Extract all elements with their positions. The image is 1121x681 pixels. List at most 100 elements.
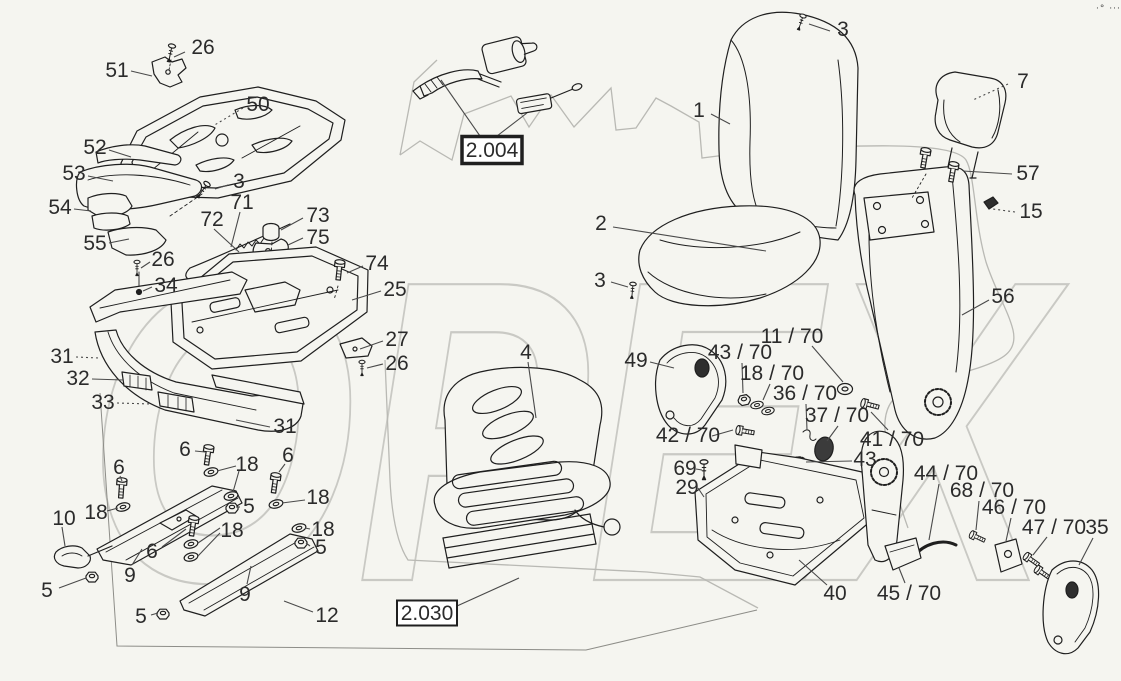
part-label-68-70[interactable]: 68 / 70 [950,479,1014,502]
part-label-3[interactable]: 3 [594,269,606,292]
part-label-2[interactable]: 2 [595,212,607,235]
leader-line [456,577,520,607]
leader-line [741,362,744,394]
leader-line [351,290,382,301]
part-label-29[interactable]: 29 [675,476,698,499]
part-label-9[interactable]: 9 [124,564,136,587]
part-label-18[interactable]: 18 [220,519,243,542]
leader-line [972,83,1009,101]
part-label-5[interactable]: 5 [41,579,53,602]
part-label-10[interactable]: 10 [52,507,75,530]
side-panel-35 [1042,560,1100,655]
leader-line [1032,536,1048,556]
part-label-12[interactable]: 12 [315,604,338,627]
part-label-1[interactable]: 1 [693,99,705,122]
part-label-40[interactable]: 40 [823,582,846,605]
part-label-57[interactable]: 57 [1016,162,1039,185]
part-label-73[interactable]: 73 [306,204,329,227]
part-label-18[interactable]: 18 [311,518,334,541]
leader-line [283,600,314,613]
rivet-34 [135,288,143,296]
part-label-52[interactable]: 52 [83,136,106,159]
pads-54 [87,192,133,231]
leader-line [975,500,980,531]
part-label-5[interactable]: 5 [243,495,255,518]
part-label-53[interactable]: 53 [62,162,85,185]
part-label-50[interactable]: 50 [246,93,269,116]
leader-line [305,542,311,547]
leader-line [697,487,705,498]
part-label-18[interactable]: 18 [84,501,107,524]
part-label-3[interactable]: 3 [233,170,245,193]
part-label-37-70[interactable]: 37 / 70 [805,404,869,427]
part-label-7[interactable]: 7 [1017,70,1029,93]
part-label-44-70[interactable]: 44 / 70 [914,462,978,485]
part-label-33[interactable]: 33 [91,391,114,414]
leader-line [711,429,734,437]
part-label-36-70[interactable]: 36 / 70 [773,382,837,405]
leader-line [246,565,252,585]
part-label-18[interactable]: 18 [235,453,258,476]
part-label-42-70[interactable]: 42 / 70 [656,424,720,447]
part-label-41-70[interactable]: 41 / 70 [860,428,924,451]
part-label-26[interactable]: 26 [385,352,408,375]
base-frame-31 [89,271,305,432]
part-label-47-70[interactable]: 47 / 70 [1022,516,1086,539]
part-label-5[interactable]: 5 [315,536,327,559]
leader-line [805,460,853,463]
latch-bracket-51 [151,56,187,88]
leader-line [58,577,87,589]
part-label-3[interactable]: 3 [837,18,849,41]
leader-line [898,567,906,584]
part-label-4[interactable]: 4 [520,341,532,364]
ref-box-2.004[interactable]: 2.004 [460,134,524,166]
part-label-6[interactable]: 6 [282,444,294,467]
leader-line [216,465,237,472]
part-label-56[interactable]: 56 [991,285,1014,308]
part-label-71[interactable]: 71 [230,191,253,214]
part-label-54[interactable]: 54 [48,196,72,219]
part-label-34[interactable]: 34 [154,274,178,297]
part-label-51[interactable]: 51 [105,59,128,82]
leader-line [280,217,304,231]
leader-line [992,208,1016,213]
part-label-72[interactable]: 72 [200,208,223,231]
part-label-45-70[interactable]: 45 / 70 [877,582,941,605]
part-label-6[interactable]: 6 [179,438,191,461]
part-label-31[interactable]: 31 [273,415,296,438]
part-label-26[interactable]: 26 [191,36,214,59]
part-label-6[interactable]: 6 [146,540,158,563]
leader-line [798,559,828,586]
recliner-arm [860,430,905,563]
part-label-18-70[interactable]: 18 / 70 [740,362,804,385]
part-label-43-70[interactable]: 43 / 70 [708,341,772,364]
leader-line [928,483,940,541]
part-label-74[interactable]: 74 [365,252,389,275]
part-label-32[interactable]: 32 [66,367,89,390]
part-label-46-70[interactable]: 46 / 70 [982,496,1046,519]
part-label-26[interactable]: 26 [151,248,174,271]
part-label-9[interactable]: 9 [239,583,251,606]
part-label-5[interactable]: 5 [135,605,147,628]
part-label-11-70[interactable]: 11 / 70 [761,325,824,348]
strip-55 [107,226,167,256]
ref-box-2.030[interactable]: 2.030 [396,599,458,627]
part-label-6[interactable]: 6 [113,456,125,479]
part-label-27[interactable]: 27 [385,328,408,351]
part-label-25[interactable]: 25 [383,278,406,301]
part-label-55[interactable]: 55 [83,232,106,255]
part-label-31[interactable]: 31 [50,345,73,368]
part-label-35[interactable]: 35 [1085,516,1108,539]
part-label-49[interactable]: 49 [624,349,647,372]
part-label-18[interactable]: 18 [306,486,329,509]
leader-line [116,402,152,405]
part-label-69[interactable]: 69 [673,457,696,480]
part-label-15[interactable]: 15 [1019,200,1042,223]
part-label-75[interactable]: 75 [306,226,329,249]
diagram-linework [53,11,1100,655]
ref-box-label: 2.030 [401,602,454,625]
part-label-43[interactable]: 43 [853,448,876,471]
leader-line [649,361,675,369]
leader-line [870,411,889,431]
leader-line [826,425,839,442]
